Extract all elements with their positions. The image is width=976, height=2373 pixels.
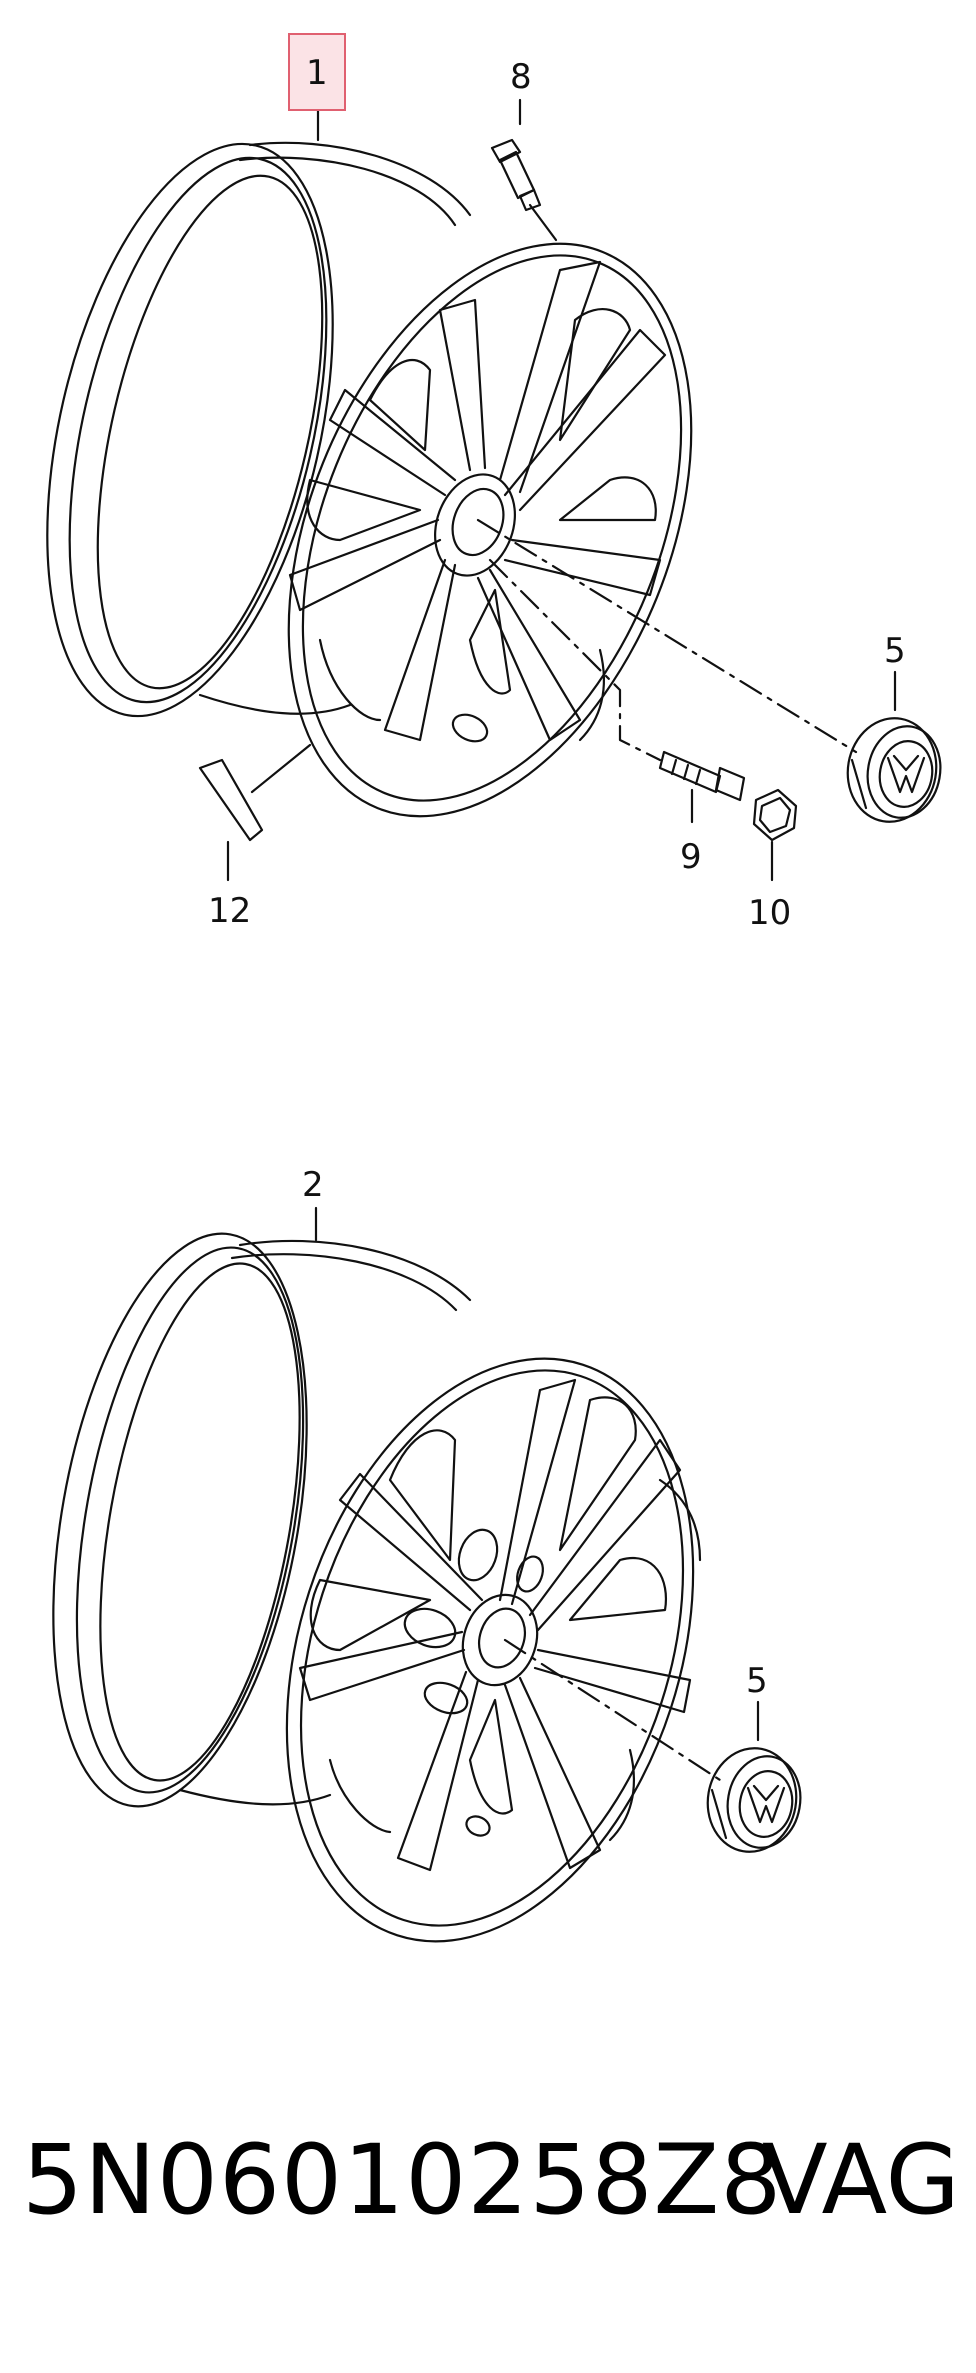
brand-label: VAG [762,2124,960,2236]
part-number: 5N06010258Z8 [22,2124,783,2236]
callout-8[interactable]: 8 [510,57,532,97]
balance-weight-12[interactable] [198,743,312,882]
center-cap-5-lower[interactable] [700,1700,808,1859]
vw-logo-icon [878,740,934,808]
callout-1[interactable]: 1 [306,53,328,93]
alloy-wheel-2[interactable] [13,1214,763,1994]
wheel-nut-10[interactable] [752,788,798,882]
footer: 5N06010258Z8 VAG [0,2110,976,2250]
callout-5-upper[interactable]: 5 [884,631,906,671]
center-cap-5-upper[interactable] [840,670,948,829]
vw-logo-icon [738,1770,794,1838]
callout-9[interactable]: 9 [680,837,702,877]
callout-2[interactable]: 2 [302,1165,324,1205]
callout-1-highlight [288,33,346,111]
callout-12[interactable]: 12 [208,891,251,931]
valve-stem-8[interactable] [490,98,558,242]
wheel-bolt-9[interactable] [658,750,746,824]
alloy-wheel-1[interactable] [0,116,769,875]
callout-5-lower[interactable]: 5 [746,1661,768,1701]
callout-10[interactable]: 10 [748,893,791,933]
